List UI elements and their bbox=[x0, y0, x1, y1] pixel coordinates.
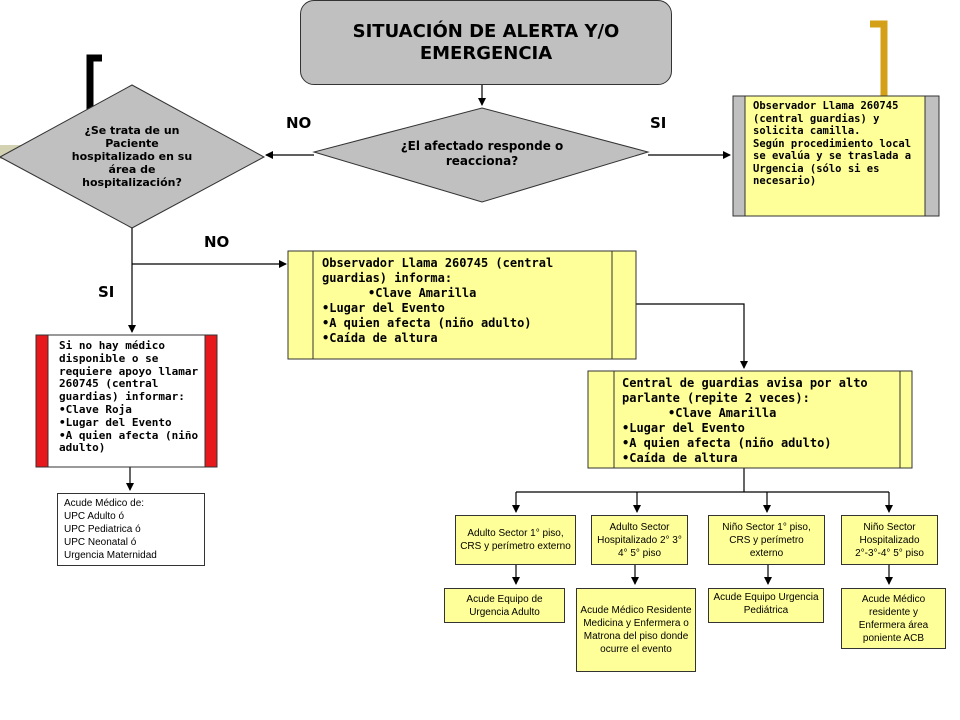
camilla-box-text: Observador Llama 260745 (central guardia… bbox=[753, 100, 912, 187]
roja-item: Clave Roja bbox=[59, 403, 203, 417]
observador-item: Clave Amarilla bbox=[322, 286, 608, 301]
camilla-right-bar bbox=[924, 95, 940, 217]
camilla-left-bar bbox=[732, 95, 746, 217]
observador-item: Caída de altura bbox=[322, 331, 608, 346]
decision-responde-text: ¿El afectado responde o reacciona? bbox=[400, 139, 564, 168]
roja-item: A quien afecta (niño adulto) bbox=[59, 429, 203, 456]
central-box-text: Central de guardias avisa por alto parla… bbox=[622, 376, 898, 466]
sector-box: Adulto Sector Hospitalizado 2° 3° 4° 5° … bbox=[591, 515, 688, 565]
sector-box: Adulto Sector 1° piso, CRS y perímetro e… bbox=[455, 515, 576, 565]
observador-box-text: Observador Llama 260745 (central guardia… bbox=[322, 256, 608, 346]
observador-intro: Observador Llama 260745 (central guardia… bbox=[322, 256, 554, 285]
label-no-mid: NO bbox=[204, 233, 230, 251]
black-bracket bbox=[86, 54, 102, 110]
central-item: Caída de altura bbox=[622, 451, 898, 466]
decision-hospitalizado-text: ¿Se trata de un Paciente hospitalizado e… bbox=[71, 123, 193, 189]
response-box: Acude Médico Residente Medicina y Enferm… bbox=[576, 588, 696, 672]
label-no-top: NO bbox=[286, 114, 312, 132]
medico-box: Acude Médico de: UPC Adulto ó UPC Pediat… bbox=[57, 493, 205, 566]
response-box: Acude Médico residente y Enfermera área … bbox=[841, 588, 946, 649]
observador-item: A quien afecta (niño adulto) bbox=[322, 316, 608, 331]
gold-bracket bbox=[870, 20, 888, 100]
connector-observador-to-central bbox=[636, 303, 748, 369]
label-si-left: SI bbox=[98, 283, 115, 301]
label-si-top: SI bbox=[650, 114, 667, 132]
sector-box: Niño Sector 1° piso, CRS y perímetro ext… bbox=[708, 515, 825, 565]
central-intro: Central de guardias avisa por alto parla… bbox=[622, 376, 868, 405]
central-item: A quien afecta (niño adulto) bbox=[622, 436, 898, 451]
roja-item: Lugar del Evento bbox=[59, 416, 203, 430]
central-item: Clave Amarilla bbox=[622, 406, 898, 421]
title-box: SITUACIÓN DE ALERTA Y/O EMERGENCIA bbox=[300, 0, 672, 85]
central-item: Lugar del Evento bbox=[622, 421, 898, 436]
response-box: Acude Equipo de Urgencia Adulto bbox=[444, 588, 565, 623]
roja-intro: Si no hay médico disponible o se requier… bbox=[59, 339, 199, 404]
roja-left-bar bbox=[35, 334, 49, 468]
camilla-box-frame bbox=[732, 95, 940, 217]
sector-box: Niño Sector Hospitalizado 2°-3°-4° 5° pi… bbox=[841, 515, 938, 565]
roja-box-text: Si no hay médico disponible o se requier… bbox=[59, 339, 203, 456]
observador-item: Lugar del Evento bbox=[322, 301, 608, 316]
response-box: Acude Equipo Urgencia Pediátrica bbox=[708, 588, 824, 623]
decision-responde-diamond bbox=[312, 107, 650, 203]
roja-right-bar bbox=[204, 334, 218, 468]
